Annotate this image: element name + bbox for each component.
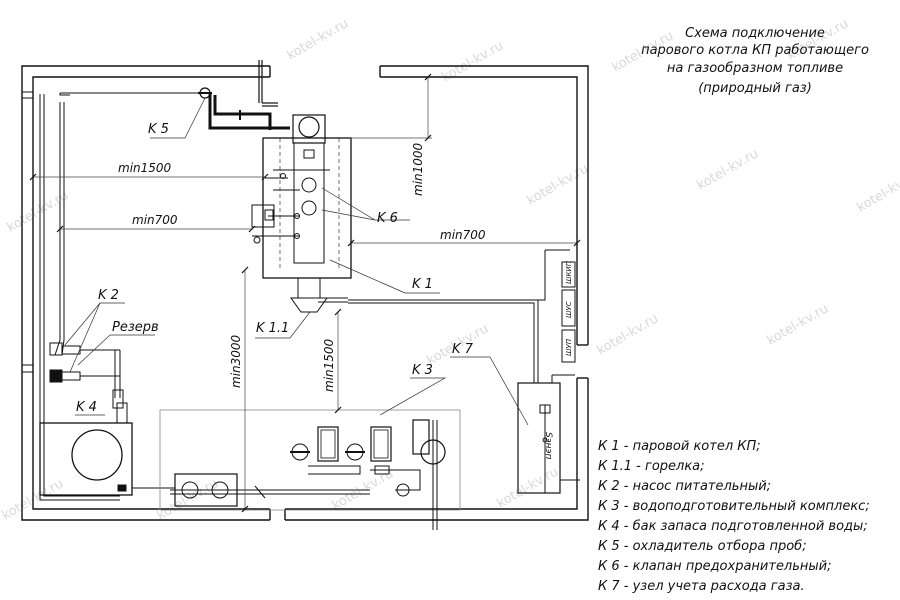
watermark: kotel-kv.ru xyxy=(285,16,352,63)
label-k7: K 7 xyxy=(452,342,474,357)
gas-pipe xyxy=(348,249,575,383)
legend-item: К 5 - охладитель отбора проб; xyxy=(598,539,807,554)
watermark: kotel-kv.ru xyxy=(695,146,762,193)
burner-k1-1 xyxy=(290,277,348,313)
label-k5: K 5 xyxy=(148,122,169,137)
panel-labels: ШКИП ШУС ШУП Sэнэп xyxy=(543,260,573,459)
feed-pipes-left xyxy=(39,94,120,501)
label-k1: K 1 xyxy=(412,277,433,292)
legend-item: К 6 - клапан предохранительный; xyxy=(598,559,832,574)
dim-1500-mid: min1500 xyxy=(322,338,336,392)
dim-700-left: min700 xyxy=(132,213,178,227)
dimension-ticks xyxy=(29,73,581,513)
chimney-pipe xyxy=(258,60,278,107)
legend-item: К 2 - насос питательный; xyxy=(598,479,771,494)
control-panels xyxy=(561,261,576,363)
dim-1000: min1000 xyxy=(411,142,425,196)
feed-pumps-k2 xyxy=(49,342,124,409)
leader-lines xyxy=(64,97,529,426)
room-walls xyxy=(21,65,589,521)
panel-shup: ШУП xyxy=(565,338,573,356)
label-k1-1: K 1.1 xyxy=(256,321,289,336)
legend: К 1 - паровой котел КП; К 1.1 - горелка;… xyxy=(598,439,870,594)
title-line-4: (природный газ) xyxy=(698,81,812,96)
legend-item: К 7 - узел учета расхода газа. xyxy=(598,579,805,594)
label-k4: K 4 xyxy=(76,400,97,415)
label-k3: K 3 xyxy=(412,363,433,378)
watermark: kotel-kv.ru xyxy=(495,464,562,511)
meter-label: Sэнэп xyxy=(543,432,553,459)
dimension-lines xyxy=(33,77,577,509)
sample-cooler-k5 xyxy=(59,87,212,99)
diagram-title: Схема подключение парового котла КП рабо… xyxy=(641,26,869,96)
boiler-k1 xyxy=(251,114,352,279)
dim-700-right: min700 xyxy=(440,228,486,242)
dim-1500-left: min1500 xyxy=(118,161,172,175)
title-line-2: парового котла КП работающего xyxy=(641,43,869,58)
wall-openings xyxy=(22,91,33,373)
label-k2: K 2 xyxy=(98,288,119,303)
watermark: kotel-kv.ru xyxy=(155,476,222,523)
water-tank-k4 xyxy=(39,402,175,496)
legend-item: К 1.1 - горелка; xyxy=(598,459,705,474)
watermark: kotel-kv.ru xyxy=(855,168,900,215)
panel-shus: ШУС xyxy=(565,301,573,318)
watermark: kotel-kv.ru xyxy=(440,38,507,85)
label-reserve: Резерв xyxy=(112,320,159,335)
legend-item: К 4 - бак запаса подготовленной воды; xyxy=(598,519,868,534)
gas-meter-k7 xyxy=(517,382,580,494)
title-line-1: Схема подключение xyxy=(685,26,825,41)
component-labels: K 5 K 6 K 1 K 1.1 K 2 Резерв K 3 K 7 K 4 xyxy=(76,122,474,415)
steam-pipe xyxy=(208,93,290,130)
title-line-3: на газообразном топливе xyxy=(667,61,843,76)
water-treatment-k3 xyxy=(159,409,461,530)
legend-item: К 1 - паровой котел КП; xyxy=(598,439,761,454)
watermark: kotel-kv.ru xyxy=(525,161,592,208)
panel-shkip: ШКИП xyxy=(565,260,573,284)
label-k6: K 6 xyxy=(377,211,398,226)
dim-3000: min3000 xyxy=(229,334,243,388)
legend-item: К 3 - водоподготовительный комплекс; xyxy=(598,499,870,514)
watermark: kotel-kv.ru xyxy=(765,301,832,348)
watermark: kotel-kv.ru xyxy=(595,311,662,358)
dimension-labels: min1500 min700 min700 min1000 min3000 mi… xyxy=(118,142,486,392)
